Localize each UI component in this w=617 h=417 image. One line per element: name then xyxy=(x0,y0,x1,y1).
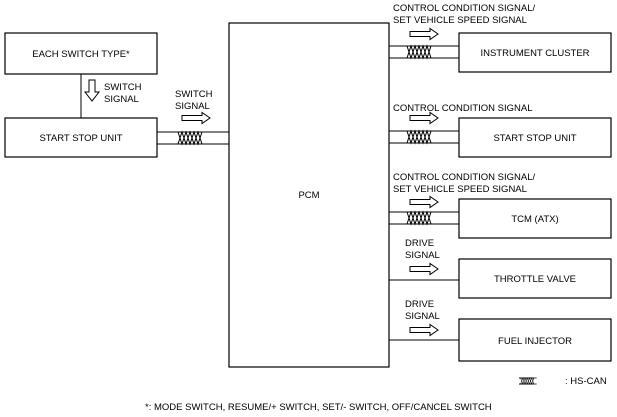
output-5-arrow-icon xyxy=(409,324,439,336)
throttle-valve-label: THROTTLE VALVE xyxy=(494,274,576,285)
throttle-valve-box xyxy=(458,258,612,299)
fuel-injector-box xyxy=(458,318,612,362)
tcm-atx-label: TCM (ATX) xyxy=(511,214,558,225)
switch-signal-horizontal-line1: SWITCH xyxy=(175,89,213,100)
switch-signal-vertical-line1: SWITCH xyxy=(104,82,142,93)
instrument-cluster-box xyxy=(458,32,612,73)
output-2-hscan-icon xyxy=(403,130,437,144)
left-switch-signal-arrow-icon xyxy=(181,112,211,124)
legend: : HS-CAN xyxy=(518,376,607,387)
output-4-arrow-icon xyxy=(409,263,439,275)
pcm-label: PCM xyxy=(298,190,319,201)
output-5-label-line1: DRIVE xyxy=(405,299,434,310)
fuel-injector-label: FUEL INJECTOR xyxy=(498,336,572,347)
switch-signal-down-arrow-icon xyxy=(83,79,101,102)
output-1-label-line2: SET VEHICLE SPEED SIGNAL xyxy=(393,15,527,26)
output-5-label-line2: SIGNAL xyxy=(405,311,440,322)
instrument-cluster-label: INSTRUMENT CLUSTER xyxy=(480,48,589,59)
output-1-arrow-icon xyxy=(409,28,439,40)
output-4-label-line2: SIGNAL xyxy=(405,250,440,261)
output-fuel-injector: DRIVE SIGNAL FUEL INJECTOR xyxy=(389,299,612,362)
start-stop-unit-left-box xyxy=(4,117,158,158)
output-1-label-line1: CONTROL CONDITION SIGNAL/ xyxy=(393,3,536,14)
each-switch-type-box xyxy=(4,32,158,75)
output-3-arrow-icon xyxy=(409,196,439,208)
switch-signal-horizontal-line2: SIGNAL xyxy=(175,101,210,112)
footnote: *: MODE SWITCH, RESUME/+ SWITCH, SET/- S… xyxy=(145,402,492,413)
each-switch-type-label: EACH SWITCH TYPE* xyxy=(32,49,130,60)
output-2-label-line1: CONTROL CONDITION SIGNAL xyxy=(393,103,533,114)
pcm-box xyxy=(228,22,390,368)
legend-hscan-icon xyxy=(518,377,537,385)
tcm-atx-box xyxy=(458,198,612,239)
output-throttle-valve: DRIVE SIGNAL THROTTLE VALVE xyxy=(389,238,612,299)
start-stop-unit-right-box xyxy=(458,117,612,158)
output-3-hscan-icon xyxy=(403,211,437,225)
start-stop-unit-right-label: START STOP UNIT xyxy=(493,133,576,144)
output-3-label-line1: CONTROL CONDITION SIGNAL/ xyxy=(393,172,536,183)
output-3-label-line2: SET VEHICLE SPEED SIGNAL xyxy=(393,184,527,195)
switch-signal-vertical-line2: SIGNAL xyxy=(104,94,139,105)
output-4-label-line1: DRIVE xyxy=(405,238,434,249)
left-hscan-icon xyxy=(174,131,208,145)
output-start-stop-unit: CONTROL CONDITION SIGNAL START STOP UNIT xyxy=(389,103,612,158)
output-instrument-cluster: CONTROL CONDITION SIGNAL/ SET VEHICLE SP… xyxy=(389,3,612,73)
legend-hscan-label: : HS-CAN xyxy=(565,376,607,387)
output-tcm-atx: CONTROL CONDITION SIGNAL/ SET VEHICLE SP… xyxy=(389,172,612,239)
start-stop-unit-left-label: START STOP UNIT xyxy=(39,133,122,144)
output-2-arrow-icon xyxy=(409,112,439,124)
output-1-hscan-icon xyxy=(403,45,437,59)
